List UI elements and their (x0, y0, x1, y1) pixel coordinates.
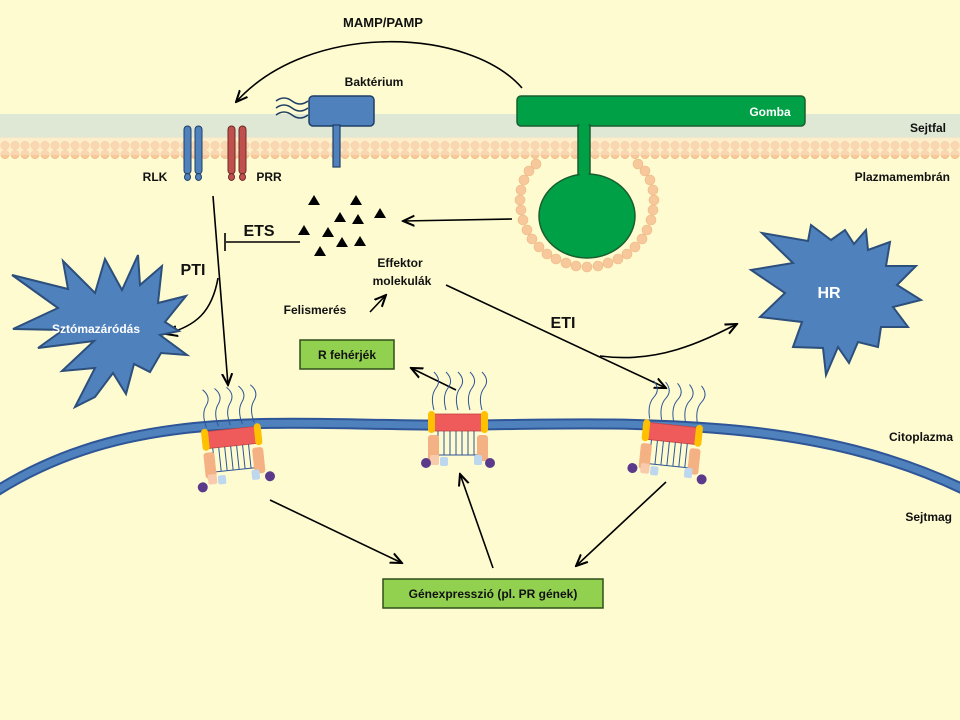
effector-molecules (298, 195, 386, 256)
prr-receptor (227, 125, 247, 181)
eti-arrow (445, 284, 666, 388)
mamp-arrow (236, 40, 523, 102)
fungus-to-effector-arrow (403, 219, 513, 221)
left-pore-to-gene-arrow (269, 499, 402, 563)
bacterium (275, 95, 375, 168)
r-feherjek-box (299, 339, 395, 370)
rlk-label: RLK (143, 170, 168, 184)
genexpresszio-box (382, 578, 604, 609)
right-pore-to-gene-arrow (576, 481, 667, 566)
genexpresszio-label: Génexpresszió (pl. PR gének) (409, 587, 578, 601)
nuclear-pore-right (627, 380, 707, 485)
stomata-star (11, 254, 191, 410)
effektor-label-line2: molekulák (373, 274, 432, 288)
r-feherjek-label: R fehérjék (318, 348, 376, 362)
nuclear-pore-left (197, 384, 275, 493)
gene-to-middle-pore-arrow (460, 474, 494, 569)
sztomazarodas-label: Sztómazáródás (52, 322, 140, 336)
ets-label: ETS (243, 223, 274, 240)
bakterium-label: Baktérium (345, 75, 404, 89)
eti-label: ETI (551, 315, 576, 332)
prr-label: PRR (256, 170, 282, 184)
effektor-label-line1: Effektor (377, 256, 423, 270)
hr-label: HR (817, 285, 841, 302)
citoplazma-label: Citoplazma (889, 430, 953, 444)
sejtmag-label: Sejtmag (905, 510, 952, 524)
nuclear-pore-middle (421, 371, 495, 468)
felismeres-arrow (369, 295, 386, 313)
plazmamembran-label: Plazmamembrán (855, 170, 950, 184)
eti-hr-arrow (599, 324, 737, 359)
fungus-gomba (516, 95, 806, 259)
gomba-label: Gomba (749, 105, 791, 119)
sejtfal-label: Sejtfal (910, 121, 946, 135)
fungus-membrane-pocket (514, 158, 660, 273)
pore-to-r-arrow (411, 368, 457, 391)
mamp-label: MAMP/PAMP (343, 15, 423, 30)
pti-label: PTI (181, 262, 206, 279)
rlk-receptor (183, 125, 203, 181)
felismeres-label: Felismerés (284, 303, 347, 317)
pti-down-arrow (212, 195, 228, 385)
hr-star (748, 223, 924, 379)
